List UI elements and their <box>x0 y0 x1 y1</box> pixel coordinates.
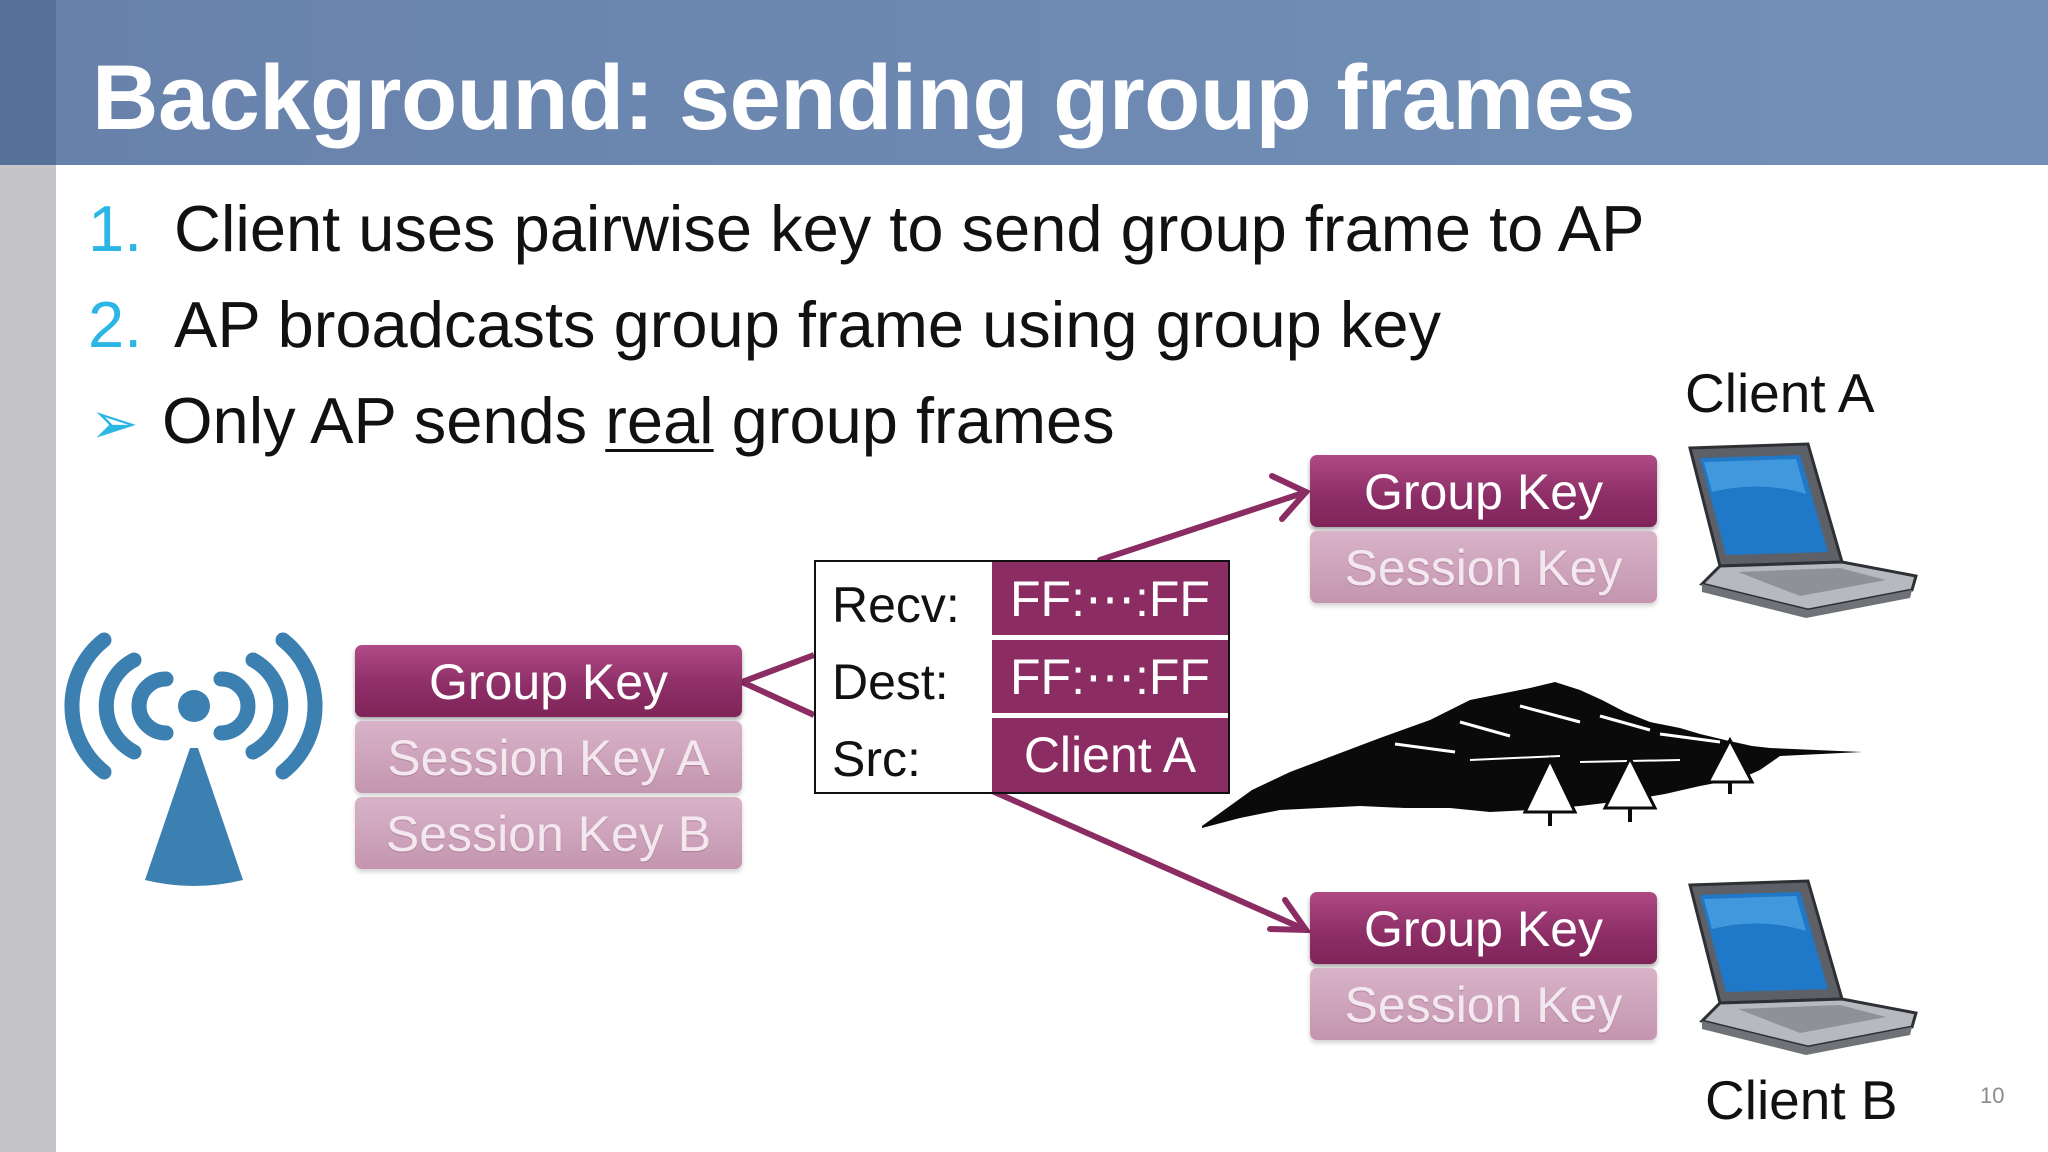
bullet-2-text: AP broadcasts group frame using group ke… <box>174 288 1442 361</box>
mountains-icon <box>1202 682 1862 828</box>
arrow-bullet-icon: ➢ <box>90 391 139 456</box>
arrow-to-client-a <box>1097 473 1311 563</box>
antenna-mast-icon <box>145 748 243 886</box>
note-text-before: Only AP sends <box>162 384 606 457</box>
recv-value: FF:⋯:FF <box>992 562 1228 635</box>
recv-label: Recv: <box>832 577 960 633</box>
antenna-core-icon <box>178 690 210 722</box>
laptop-a-icon <box>1688 442 1918 618</box>
note-text-after: group frames <box>713 384 1115 457</box>
access-point-icon <box>64 632 323 780</box>
ap-to-frame-connectors <box>740 652 816 718</box>
dest-value: FF:⋯:FF <box>992 640 1228 713</box>
bullet-1: 1.Client uses pairwise key to send group… <box>88 196 1644 261</box>
bullet-2: 2.AP broadcasts group frame using group … <box>88 292 1441 357</box>
client-b-group-key: Group Key <box>1310 892 1657 964</box>
client-b-label: Client B <box>1705 1069 1898 1131</box>
arrow-to-client-b <box>987 787 1312 934</box>
dest-label: Dest: <box>832 654 949 710</box>
client-a-group-key: Group Key <box>1310 455 1657 527</box>
note-text-underlined: real <box>605 384 714 457</box>
src-value: Client A <box>992 718 1228 792</box>
bullet-note: ➢Only AP sends real group frames <box>90 388 1115 453</box>
ap-session-key-a: Session Key A <box>355 721 742 793</box>
left-decor-strip-top <box>0 0 56 165</box>
client-b-session-key: Session Key <box>1310 968 1657 1040</box>
client-a-label: Client A <box>1685 362 1875 424</box>
bullet-2-number: 2. <box>88 288 143 361</box>
left-decor-strip <box>0 0 56 1152</box>
laptop-b-icon <box>1688 879 1918 1055</box>
slide-title: Background: sending group frames <box>92 47 1636 149</box>
title-bar <box>56 0 2048 165</box>
bullet-1-number: 1. <box>88 192 143 265</box>
frame-header-table: Recv: FF:⋯:FF Dest: FF:⋯:FF Src: Client … <box>814 560 1230 794</box>
bullet-1-text: Client uses pairwise key to send group f… <box>174 192 1645 265</box>
src-label: Src: <box>832 731 921 787</box>
ap-group-key: Group Key <box>355 645 742 717</box>
client-a-session-key: Session Key <box>1310 531 1657 603</box>
page-number: 10 <box>1980 1083 2005 1108</box>
ap-session-key-b: Session Key B <box>355 797 742 869</box>
